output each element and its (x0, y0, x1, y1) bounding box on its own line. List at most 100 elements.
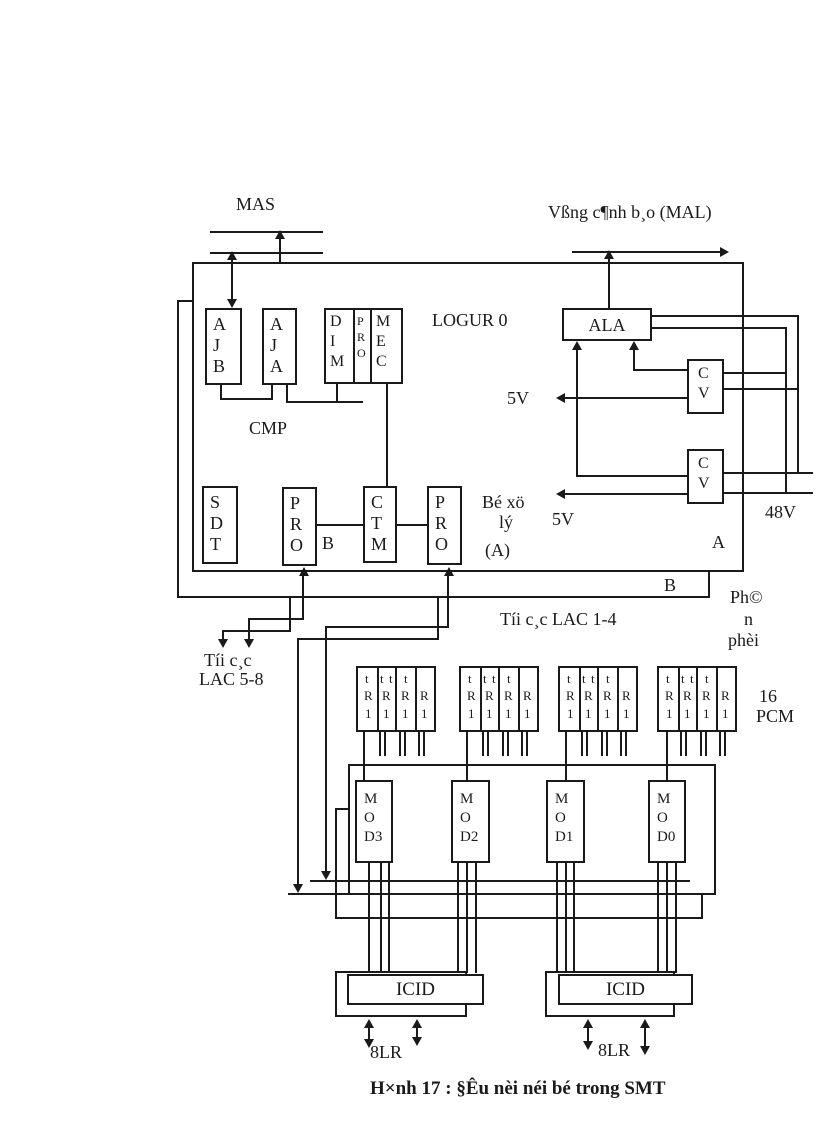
lac14-label: Tíi c¸c LAC 1-4 (500, 609, 617, 629)
tr1-letter: t (606, 671, 610, 686)
tr1-letter: t (380, 671, 384, 686)
8lr-label: 8LR (370, 1042, 403, 1062)
pcm-leg (521, 732, 523, 756)
tr1-letter: 1 (402, 706, 409, 721)
arrow-down-icon (583, 1041, 593, 1050)
phanphoi-label: Ph© (730, 587, 763, 607)
tr1-letter: R (566, 688, 575, 703)
divider (370, 310, 372, 382)
block-pro-b (282, 487, 317, 566)
wire (416, 1026, 418, 1038)
wire (608, 257, 610, 308)
icid-label: ICID (395, 978, 436, 1000)
wire (587, 1026, 589, 1042)
tr1-letter: 1 (383, 706, 390, 721)
arrow-up-icon (364, 1019, 374, 1028)
pcm-leg (724, 732, 726, 756)
tr1-letter: R (584, 688, 593, 703)
tr1-letter: R (721, 688, 730, 703)
pcm-leg (700, 732, 702, 756)
arrow-left-icon (556, 393, 565, 403)
tr1-letter: 1 (567, 706, 574, 721)
wire (286, 401, 363, 403)
wire (368, 1026, 370, 1040)
divider (353, 310, 355, 382)
tr1-letter: 1 (604, 706, 611, 721)
tr1-letter: 1 (505, 706, 512, 721)
pcm-leg (384, 732, 386, 756)
wire (336, 384, 338, 403)
tr1-letter: 1 (524, 706, 531, 721)
wire (248, 618, 250, 640)
mal-label: Vßng c¶nh b¸o (MAL) (548, 202, 712, 222)
wire (286, 385, 288, 403)
wire (222, 630, 291, 632)
divider (678, 668, 680, 730)
divider (395, 668, 397, 730)
arrow-up-icon (275, 230, 285, 239)
block-cv-1 (687, 359, 724, 414)
pcm-leg (719, 732, 721, 756)
tr1-letter: R (401, 688, 410, 703)
pcm-leg (404, 732, 406, 756)
wire (652, 315, 799, 317)
48v-label: 48V (765, 502, 796, 522)
tr1-letter: R (504, 688, 513, 703)
pcm-leg-long (666, 732, 668, 781)
tr1-letter: R (364, 688, 373, 703)
tr1-letter: t (492, 671, 496, 686)
processor-label: Bé xö (482, 492, 525, 512)
tr1-letter: R (523, 688, 532, 703)
wire (724, 472, 813, 474)
arrow-down-icon (640, 1046, 650, 1055)
arrow-up-icon (572, 341, 582, 350)
block-mod1 (546, 780, 585, 863)
arrow-up-icon (604, 250, 614, 259)
divider (617, 668, 619, 730)
tr1-letter: 1 (365, 706, 372, 721)
wire (573, 863, 575, 973)
tr1-letter: t (468, 671, 472, 686)
tr1-letter: t (705, 671, 709, 686)
wire (475, 863, 477, 973)
plane-b-label: B (664, 575, 677, 595)
lac58-label: LAC 5-8 (199, 669, 264, 689)
divider (579, 668, 581, 730)
tr1-letter: t (365, 671, 369, 686)
pcm-leg (482, 732, 484, 756)
wire (564, 397, 687, 399)
wire (785, 327, 787, 494)
divider (518, 668, 520, 730)
divider (498, 668, 500, 730)
tr1-letter: 1 (666, 706, 673, 721)
wire (633, 369, 688, 371)
wire (724, 372, 787, 374)
block-icid-2: ICID (558, 974, 693, 1005)
pcm-leg (601, 732, 603, 756)
pcm-leg-long (565, 732, 567, 781)
mas-bus-line (210, 231, 323, 233)
pcm-leg-long (363, 732, 365, 781)
figure-caption: H×nh 17 : §Êu nèi néi bé trong SMT (370, 1078, 666, 1099)
wire (633, 349, 635, 371)
wire (368, 863, 370, 973)
block-mod0 (648, 780, 686, 863)
wire (288, 893, 350, 895)
tr1-letter: R (702, 688, 711, 703)
bus-b-label: B (322, 533, 335, 553)
pcm-leg (620, 732, 622, 756)
wire (564, 493, 687, 495)
wire (325, 626, 449, 628)
tr1-letter: 1 (623, 706, 630, 721)
pcm-leg (507, 732, 509, 756)
wire (576, 349, 578, 477)
pcm-leg (487, 732, 489, 756)
